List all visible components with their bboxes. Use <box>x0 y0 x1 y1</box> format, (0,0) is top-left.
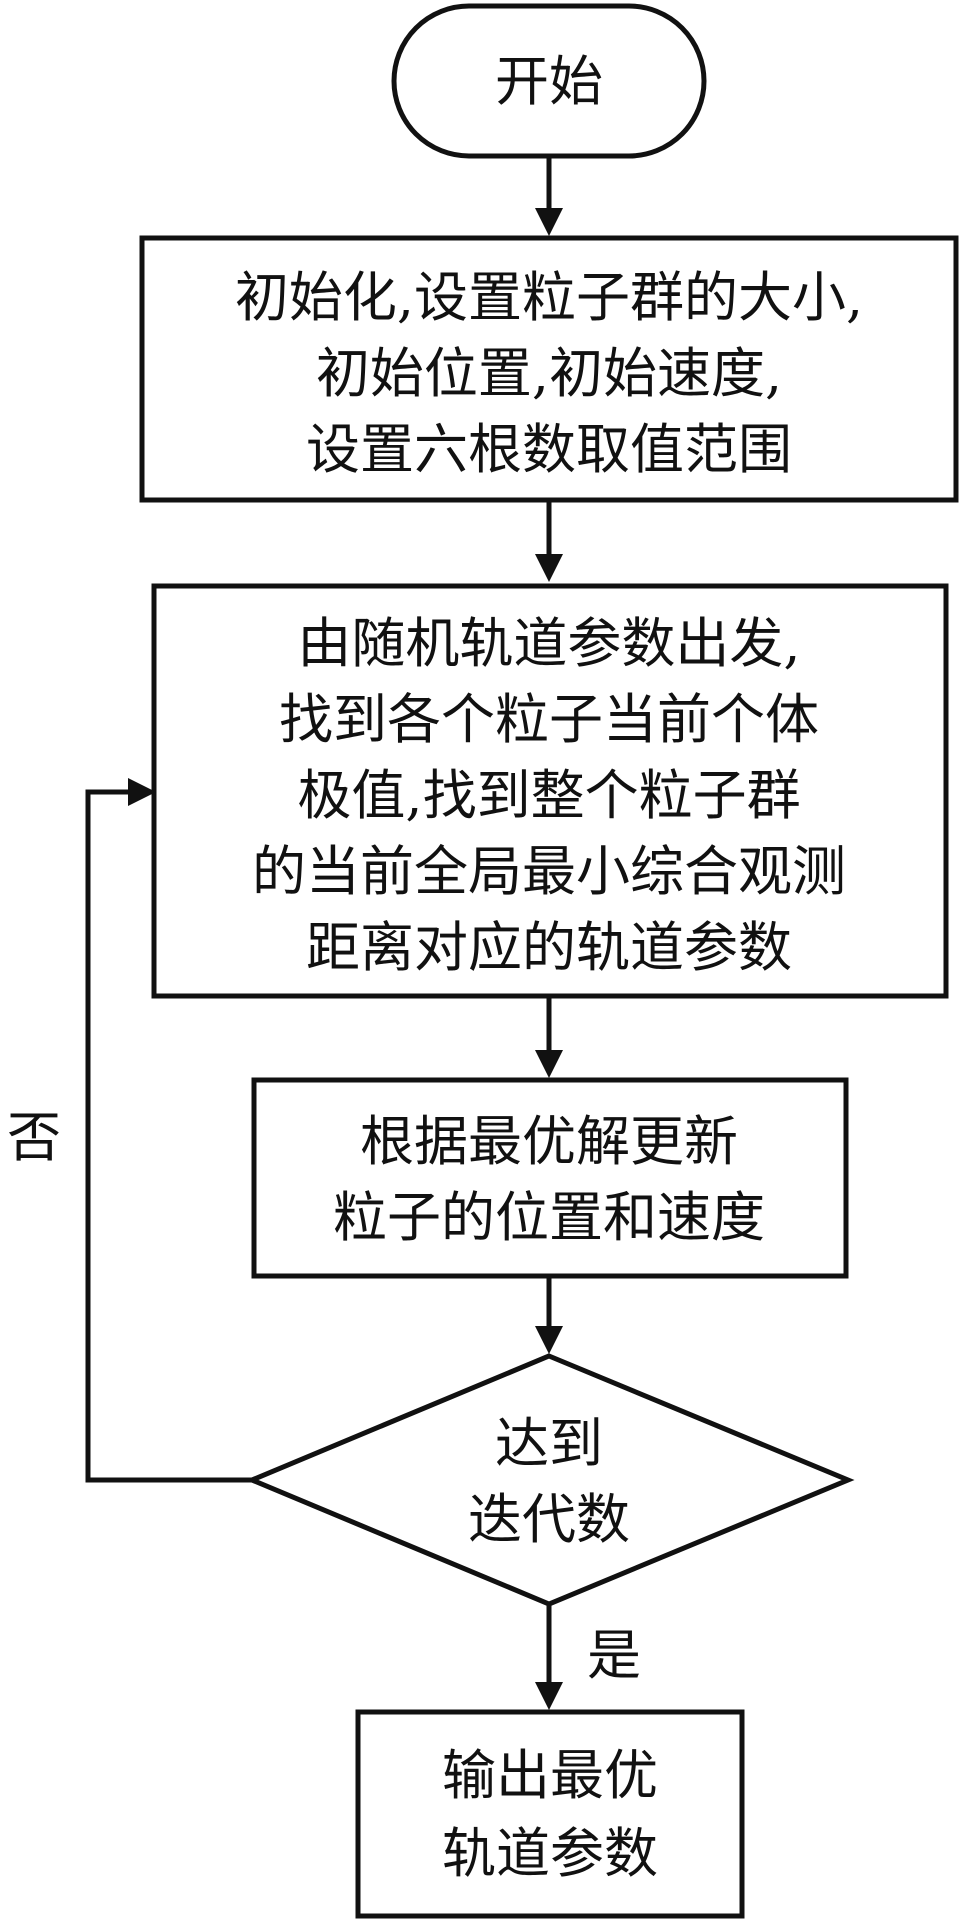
search-node-line-1: 由随机轨道参数出发, <box>297 612 800 675</box>
start-node: 开始 <box>391 3 707 159</box>
update-node-line-2: 粒子的位置和速度 <box>333 1186 765 1249</box>
search-node-line-4: 的当前全局最小综合观测 <box>252 840 846 903</box>
init-node-line-2: 初始位置,初始速度, <box>316 342 782 405</box>
update-node-line-1: 根据最优解更新 <box>360 1110 738 1173</box>
update-node: 根据最优解更新 粒子的位置和速度 <box>251 1077 849 1279</box>
arrow-start-to-init <box>535 156 563 236</box>
init-node: 初始化,设置粒子群的大小, 初始位置,初始速度, 设置六根数取值范围 <box>139 235 959 503</box>
search-node-line-2: 找到各个粒子当前个体 <box>279 688 819 751</box>
search-node-line-5: 距离对应的轨道参数 <box>306 916 792 979</box>
arrow-init-to-search <box>535 500 563 582</box>
search-node: 由随机轨道参数出发, 找到各个粒子当前个体 极值,找到整个粒子群 的当前全局最小… <box>151 583 949 999</box>
decision-node-line-1: 达到 <box>495 1412 603 1475</box>
init-node-shape <box>139 235 959 503</box>
search-node-line-3: 极值,找到整个粒子群 <box>297 764 800 827</box>
arrow-yes-to-output <box>535 1604 563 1710</box>
decision-node-shape <box>245 1353 855 1607</box>
start-node-label: 开始 <box>495 50 603 113</box>
decision-node: 达到 迭代数 <box>245 1353 855 1607</box>
output-node: 输出最优 轨道参数 <box>355 1709 745 1919</box>
arrow-no-loop-back <box>85 778 252 1483</box>
output-node-line-2: 轨道参数 <box>442 1822 658 1885</box>
update-node-shape <box>251 1077 849 1279</box>
arrow-search-to-update <box>535 996 563 1078</box>
output-node-line-1: 输出最优 <box>442 1744 658 1807</box>
decision-node-line-2: 迭代数 <box>468 1488 630 1551</box>
arrow-update-to-decision <box>535 1276 563 1354</box>
init-node-line-3: 设置六根数取值范围 <box>306 418 792 481</box>
no-label: 否 <box>7 1106 61 1169</box>
output-node-shape <box>355 1709 745 1919</box>
yes-label: 是 <box>587 1624 641 1687</box>
init-node-line-1: 初始化,设置粒子群的大小, <box>235 266 863 329</box>
